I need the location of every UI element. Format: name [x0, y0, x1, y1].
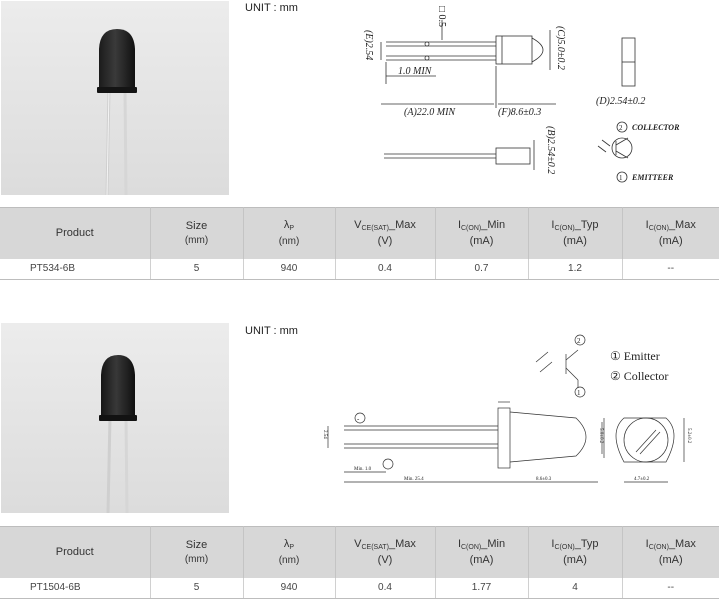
svg-text:2: 2 — [619, 124, 623, 132]
led-flange — [99, 415, 137, 421]
svg-text:1: 1 — [577, 389, 581, 397]
cell-ictyp: 4 — [528, 577, 623, 599]
col-icmax: IC(ON)_Max(mA) — [622, 526, 719, 578]
led-lead — [106, 416, 112, 513]
legend-collector: ② Collector — [610, 369, 668, 383]
dot-marker — [424, 41, 430, 47]
dimension-drawing: (E)2.54 □ 0.5 (C)5.0±0.2 1.0 MIN (A)22.0… — [236, 0, 719, 200]
spec-table: Product Size(mm) λP(nm) VCE(SAT)_Max(V) … — [0, 526, 719, 599]
col-lambda: λP(nm) — [243, 207, 336, 259]
transistor-symbol — [611, 137, 633, 159]
front-view — [623, 417, 669, 463]
cell-size: 5 — [150, 577, 244, 599]
product-photo — [1, 1, 229, 195]
minus-label: - — [357, 415, 360, 423]
dimension-drawing: 2 1 ① Emitter ② Collector - 2.54 Min. 1.… — [236, 322, 719, 522]
dim-label-lead: □ 0.5 — [436, 6, 447, 27]
cell-vce: 0.4 — [335, 577, 436, 599]
col-icmin: IC(ON)_Min(mA) — [435, 207, 529, 259]
col-size: Size(mm) — [150, 526, 244, 578]
dim-label-body: 8.6±0.3 — [536, 477, 552, 482]
dim-label-f: (F)8.6±0.3 — [498, 107, 541, 118]
dim-label-c: (C)5.0±0.2 — [555, 26, 566, 70]
col-vce: VCE(SAT)_Max(V) — [335, 526, 436, 578]
col-ictyp: IC(ON)_Typ(mA) — [528, 526, 623, 578]
lens-outline — [531, 37, 544, 63]
front-view — [615, 417, 675, 463]
dim-label-diameter: 4.7±0.2 — [634, 477, 650, 482]
product-section-pt534: UNIT : mm (E)2.54 □ 0.5 (C)5.0±0. — [0, 0, 719, 290]
cell-vce: 0.4 — [335, 258, 436, 280]
svg-text:1: 1 — [619, 174, 623, 182]
unit-label: UNIT : mm — [245, 2, 298, 14]
col-product: Product — [0, 526, 151, 578]
col-lambda: λP(nm) — [243, 526, 336, 578]
cell-lambda: 940 — [243, 577, 336, 599]
cell-product: PT534-6B — [0, 258, 151, 280]
cell-icmin: 1.77 — [435, 577, 529, 599]
pin-label-collector: COLLECTOR — [632, 123, 680, 132]
col-size: Size(mm) — [150, 207, 244, 259]
cell-icmax: -- — [622, 258, 719, 280]
dim-label-e: (E)2.54 — [363, 30, 374, 60]
cell-size: 5 — [150, 258, 244, 280]
led-body — [101, 355, 135, 419]
cell-product: PT1504-6B — [0, 577, 151, 599]
body-outline — [495, 35, 533, 65]
col-product: Product — [0, 207, 151, 259]
product-section-pt1504: UNIT : mm 2 1 ① Emitter ② Collector — [0, 322, 719, 600]
legend-emitter: ① Emitter — [610, 349, 660, 363]
dim-label-min: Min. 1.0 — [354, 467, 372, 472]
table-row: PT534-6B 5 940 0.4 0.7 1.2 -- — [0, 258, 719, 280]
dim-label-min: 1.0 MIN — [398, 66, 433, 77]
table-header-row: Product Size(mm) λP(nm) VCE(SAT)_Max(V) … — [0, 207, 719, 259]
product-photo — [1, 323, 229, 513]
led-flange — [97, 87, 137, 93]
minus-marker — [354, 412, 366, 424]
body-outline — [509, 411, 587, 463]
led-lead — [124, 416, 129, 513]
col-icmin: IC(ON)_Min(mA) — [435, 526, 529, 578]
col-ictyp: IC(ON)_Typ(mA) — [528, 207, 623, 259]
col-vce: VCE(SAT)_Max(V) — [335, 207, 436, 259]
dim-label-length: Min. 25.4 — [404, 477, 424, 482]
dim-label-b: (B)2.54±0.2 — [545, 126, 556, 174]
table-header-row: Product Size(mm) λP(nm) VCE(SAT)_Max(V) … — [0, 526, 719, 578]
dim-label-d: (D)2.54±0.2 — [596, 96, 645, 107]
cell-icmax: -- — [622, 577, 719, 599]
body-outline — [497, 407, 511, 469]
spec-table: Product Size(mm) λP(nm) VCE(SAT)_Max(V) … — [0, 207, 719, 280]
dim-label-side: 5.2±0.2 — [686, 428, 691, 444]
led-body — [99, 29, 135, 91]
dim-label-height: 5.0±0.2 — [598, 428, 603, 444]
svg-text:2: 2 — [577, 337, 581, 345]
led-lead — [123, 88, 128, 195]
cell-lambda: 940 — [243, 258, 336, 280]
dot-marker — [424, 55, 430, 61]
pin-label-emitter: EMITTEER — [631, 173, 674, 182]
led-lead — [106, 88, 110, 195]
table-row: PT1504-6B 5 940 0.4 1.77 4 -- — [0, 577, 719, 599]
body-outline — [495, 147, 531, 165]
cell-ictyp: 1.2 — [528, 258, 623, 280]
cell-icmin: 0.7 — [435, 258, 529, 280]
dim-label-pitch: 2.54 — [322, 430, 327, 439]
plus-marker — [382, 458, 394, 470]
dim-label-a: (A)22.0 MIN — [404, 107, 456, 118]
col-icmax: IC(ON)_Max(mA) — [622, 207, 719, 259]
unit-label: UNIT : mm — [245, 325, 298, 337]
